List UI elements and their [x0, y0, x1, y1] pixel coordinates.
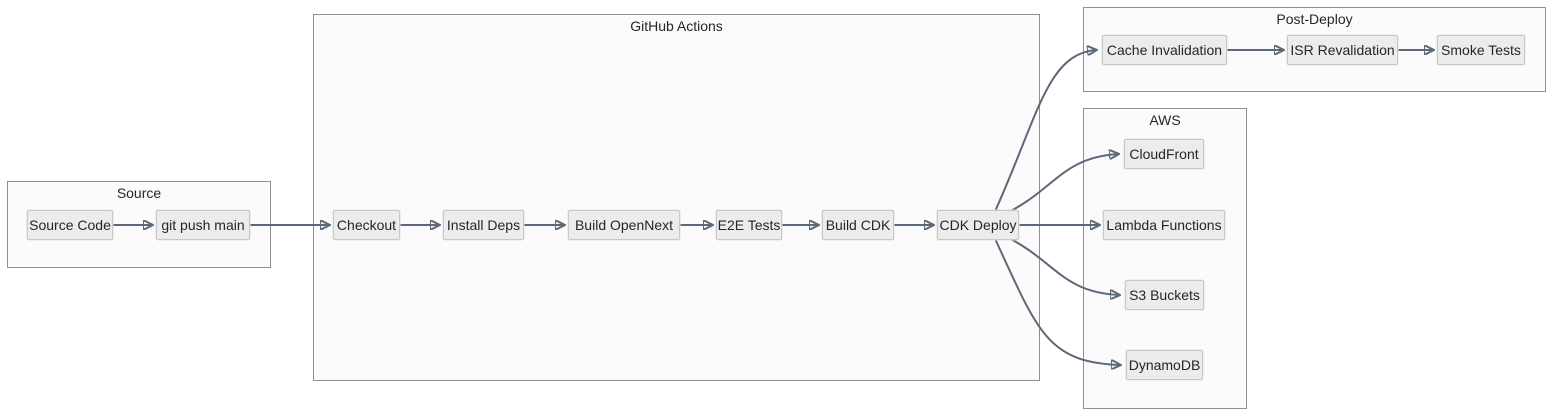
- node-isr-revalidation: ISR Revalidation: [1287, 35, 1398, 65]
- node-smoke-tests: Smoke Tests: [1437, 35, 1525, 65]
- node-install-deps: Install Deps: [443, 210, 524, 240]
- node-e2e-tests: E2E Tests: [716, 210, 782, 240]
- node-build-cdk: Build CDK: [822, 210, 894, 240]
- node-source-code: Source Code: [27, 210, 113, 240]
- node-s3-buckets: S3 Buckets: [1125, 280, 1204, 310]
- edge-cdk-deploy-to-cloudfront: [995, 154, 1118, 219]
- node-git-push-main: git push main: [156, 210, 250, 240]
- node-lambda-functions: Lambda Functions: [1103, 210, 1225, 240]
- subgraph-github-actions: GitHub Actions: [313, 14, 1040, 381]
- node-build-opennext: Build OpenNext: [568, 210, 680, 240]
- node-cache-invalidation: Cache Invalidation: [1102, 35, 1227, 65]
- subgraph-post-deploy-title: Post-Deploy: [1276, 11, 1353, 27]
- node-cdk-deploy: CDK Deploy: [937, 210, 1019, 240]
- node-dynamodb: DynamoDB: [1126, 350, 1203, 380]
- subgraph-source-title: Source: [116, 185, 162, 201]
- node-checkout: Checkout: [333, 210, 400, 240]
- edge-cdk-deploy-to-dynamodb: [991, 231, 1120, 365]
- subgraph-github-actions-title: GitHub Actions: [630, 18, 723, 34]
- edge-cdk-deploy-to-s3-buckets: [995, 231, 1119, 295]
- edge-cdk-deploy-to-cache-invalidation: [991, 50, 1096, 219]
- subgraph-aws-title: AWS: [1149, 112, 1181, 128]
- node-cloudfront: CloudFront: [1124, 139, 1204, 169]
